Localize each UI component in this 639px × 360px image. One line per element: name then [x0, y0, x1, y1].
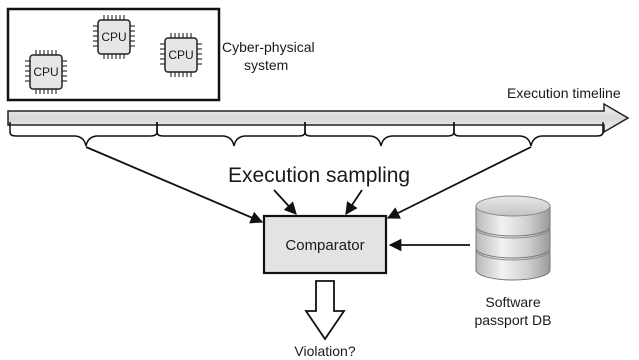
- violation-output-arrow: [304, 280, 346, 341]
- cpu-label-3: CPU: [168, 48, 193, 62]
- sample-arrow-3: [345, 189, 363, 216]
- timeline-label: Execution timeline: [507, 85, 621, 101]
- sample-arrow-2: [273, 189, 297, 215]
- database-icon: [475, 195, 551, 281]
- cpu-chip-1: CPU: [25, 50, 67, 94]
- cpu-chip-2: CPU: [93, 15, 135, 59]
- brace-3: [304, 122, 455, 147]
- db-label-line2: passport DB: [474, 312, 551, 328]
- sample-arrow-1: [85, 146, 264, 224]
- comparator-label: Comparator: [285, 237, 364, 254]
- sampling-label: Execution sampling: [228, 164, 410, 187]
- comparator-box: Comparator: [262, 214, 388, 275]
- system-label-line2: system: [244, 57, 288, 73]
- sampling-braces: [9, 122, 604, 147]
- cpu-chip-3: CPU: [160, 33, 202, 77]
- brace-2: [156, 122, 306, 147]
- cpu-label-1: CPU: [33, 65, 58, 79]
- system-label-line1: Cyber-physical: [222, 39, 315, 55]
- brace-4: [453, 122, 604, 147]
- brace-1: [9, 122, 158, 147]
- sample-arrow-4: [386, 146, 532, 219]
- cpu-label-2: CPU: [101, 30, 126, 44]
- sampling-arrows: [85, 146, 532, 224]
- violation-label: Violation?: [294, 343, 355, 359]
- db-label-line1: Software: [485, 294, 540, 310]
- execution-timeline-arrow: [7, 102, 630, 134]
